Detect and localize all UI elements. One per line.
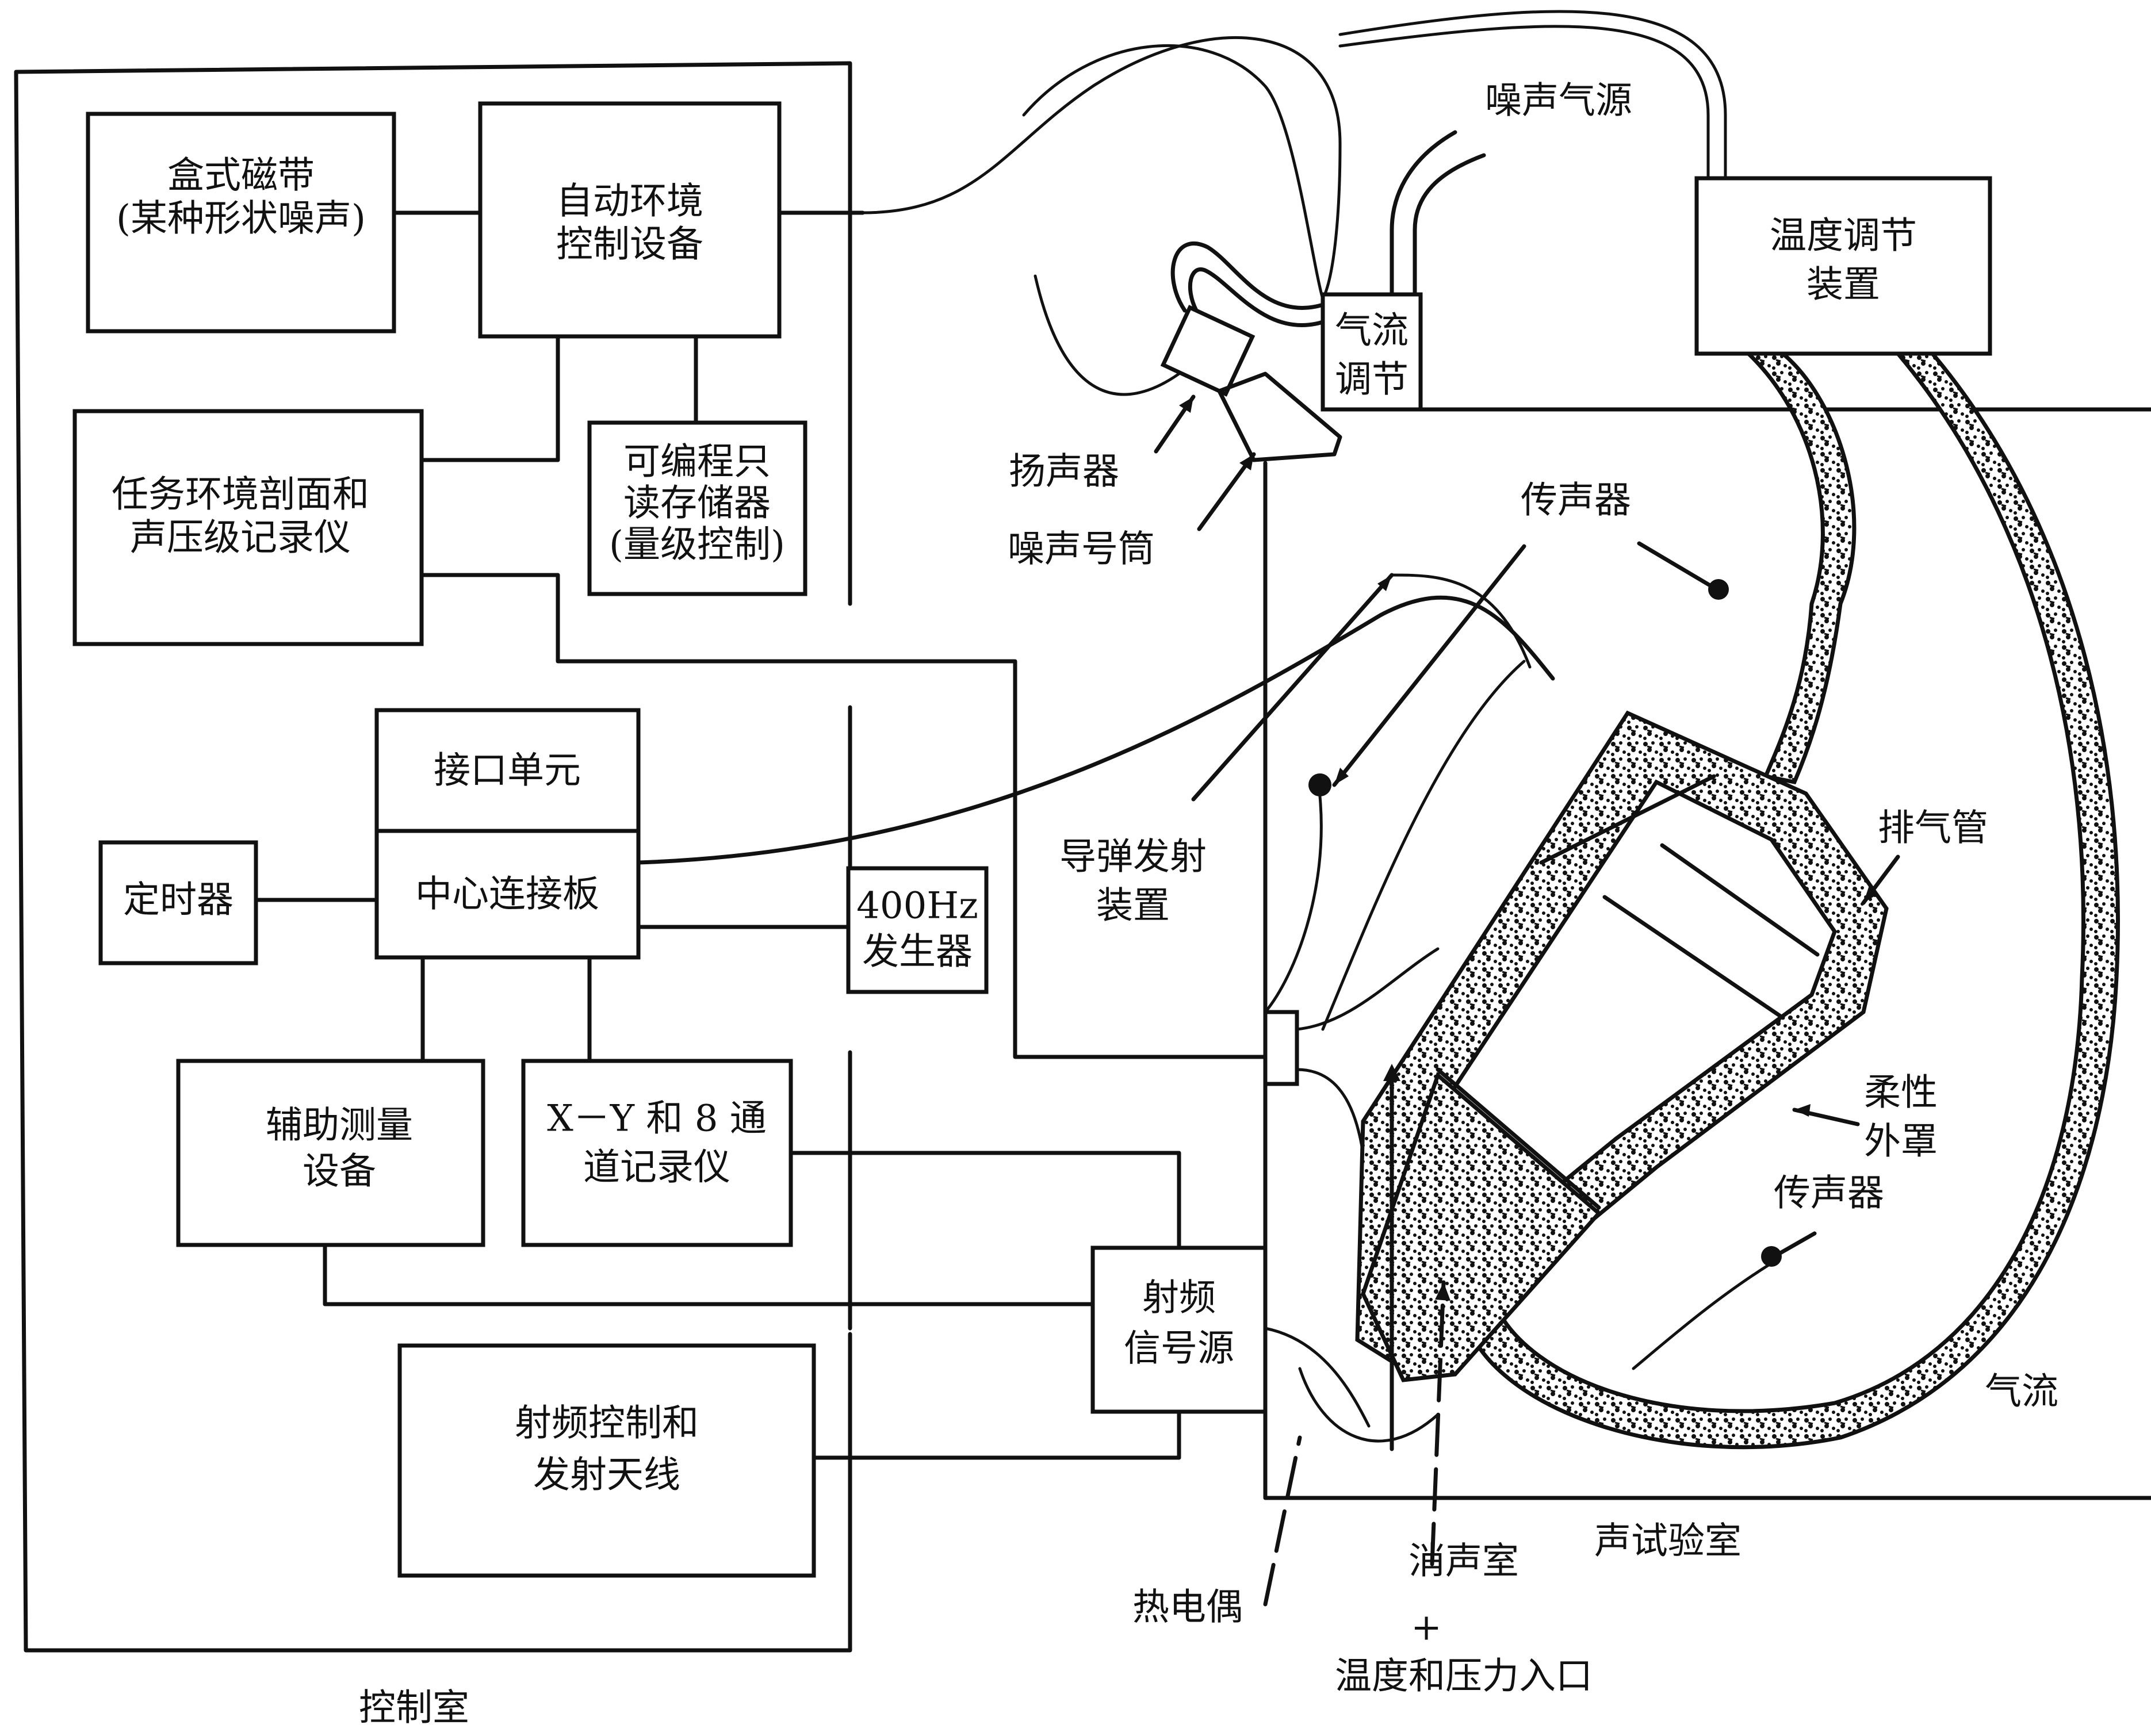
launcher-label-2: 装置 bbox=[1096, 885, 1170, 928]
airflow-label: 气流 bbox=[1985, 1371, 2058, 1413]
test-room: 噪声气源 气流 调节 温度调节 装置 扬声器 噪声号筒 传声器 导弹发射 装置 bbox=[861, 10, 2151, 1698]
cassette-label-1: 盒式磁带 bbox=[167, 155, 315, 197]
launcher-label-1: 导弹发射 bbox=[1059, 836, 1207, 879]
generator-label-2: 发生器 bbox=[862, 931, 973, 974]
rf-source-label-2: 信号源 bbox=[1124, 1328, 1234, 1370]
prom-label-1: 可编程只 bbox=[623, 441, 771, 484]
temp-control-box bbox=[1694, 176, 1992, 356]
test-room-frame bbox=[1263, 407, 2151, 1500]
anechoic-label: 消声室 bbox=[1409, 1540, 1519, 1583]
generator-label-1: 400Hz bbox=[856, 885, 978, 928]
rf-source-label-1: 射频 bbox=[1142, 1277, 1216, 1320]
center-panel-box bbox=[374, 829, 641, 960]
timer-box bbox=[98, 840, 258, 965]
xy-recorder-label-2: 道记录仪 bbox=[583, 1147, 730, 1189]
control-room-frame bbox=[14, 61, 852, 1653]
mission-recorder-label-2: 声压级记录仪 bbox=[130, 517, 351, 559]
auto-env-label-2: 控制设备 bbox=[556, 224, 703, 266]
airflow-adjust-label-1: 气流 bbox=[1335, 310, 1409, 352]
noise-horn-label: 噪声号筒 bbox=[1008, 528, 1155, 571]
thermocouple-label: 热电偶 bbox=[1132, 1586, 1243, 1629]
auto-env-box bbox=[478, 101, 782, 339]
rf-control-label-2: 发射天线 bbox=[533, 1454, 680, 1497]
exhaust-label: 排气管 bbox=[1878, 807, 1988, 850]
generator-box bbox=[846, 866, 989, 994]
anechoic-block bbox=[1361, 1071, 1602, 1382]
mission-recorder-box bbox=[72, 409, 424, 646]
plus-sign: + bbox=[1411, 1607, 1442, 1649]
flexible-cover-label-1: 柔性 bbox=[1864, 1072, 1938, 1114]
microphone-top-label: 传声器 bbox=[1521, 480, 1631, 522]
cassette-box bbox=[86, 112, 396, 334]
airflow-adjust-box bbox=[1321, 292, 1423, 412]
center-panel-label: 中心连接板 bbox=[415, 873, 599, 916]
prom-label-2: 读存储器 bbox=[623, 482, 771, 525]
test-room-title: 声试验室 bbox=[1594, 1520, 1742, 1563]
prom-label-3: (量级控制) bbox=[609, 524, 785, 566]
flexible-cover-label-2: 外罩 bbox=[1864, 1121, 1938, 1163]
wall-connector bbox=[1263, 1010, 1299, 1086]
interface-unit-label: 接口单元 bbox=[434, 750, 581, 792]
microphone-top-dot bbox=[1708, 579, 1729, 600]
launcher-rail bbox=[1436, 774, 1820, 1210]
timer-label: 定时器 bbox=[123, 879, 234, 922]
speaker-body bbox=[1160, 305, 1256, 397]
speaker-label: 扬声器 bbox=[1009, 451, 1119, 493]
control-room: 盒式磁带 (某种形状噪声) 自动环境 控制设备 任务环境剖面和 声压级记录仪 可… bbox=[14, 61, 1555, 1730]
temp-pressure-inlet-label: 温度和压力入口 bbox=[1335, 1655, 1593, 1698]
microphone-bottom-label: 传声器 bbox=[1774, 1172, 1884, 1215]
noise-air-source-label: 噪声气源 bbox=[1485, 80, 1632, 122]
mission-recorder-label-1: 任务环境剖面和 bbox=[112, 474, 369, 516]
control-connections bbox=[254, 210, 1555, 1460]
rf-control-label-1: 射频控制和 bbox=[515, 1402, 699, 1445]
control-room-title: 控制室 bbox=[359, 1687, 469, 1730]
rf-source-box bbox=[1090, 1246, 1268, 1414]
aux-measure-box bbox=[176, 1059, 485, 1247]
auto-env-label-1: 自动环境 bbox=[556, 181, 703, 223]
temp-control-label-1: 温度调节 bbox=[1770, 215, 1917, 258]
exhaust-pipe-1 bbox=[1743, 351, 1857, 784]
microphone-bottom-dot bbox=[1761, 1246, 1782, 1267]
horn bbox=[1217, 371, 1342, 462]
xy-recorder-label-1: X－Y 和 8 通 bbox=[547, 1098, 767, 1140]
microphone-mid-dot bbox=[1308, 773, 1331, 796]
xy-recorder-box bbox=[521, 1059, 793, 1247]
prom-box bbox=[587, 420, 807, 596]
temp-control-label-2: 装置 bbox=[1806, 264, 1880, 306]
aux-measure-label-1: 辅助测量 bbox=[266, 1105, 413, 1147]
aux-measure-label-2: 设备 bbox=[303, 1151, 376, 1193]
cassette-label-2: (某种形状噪声) bbox=[116, 198, 366, 240]
airflow-adjust-label-2: 调节 bbox=[1335, 359, 1409, 401]
interface-unit-box bbox=[374, 708, 641, 833]
rf-control-box bbox=[397, 1343, 816, 1578]
